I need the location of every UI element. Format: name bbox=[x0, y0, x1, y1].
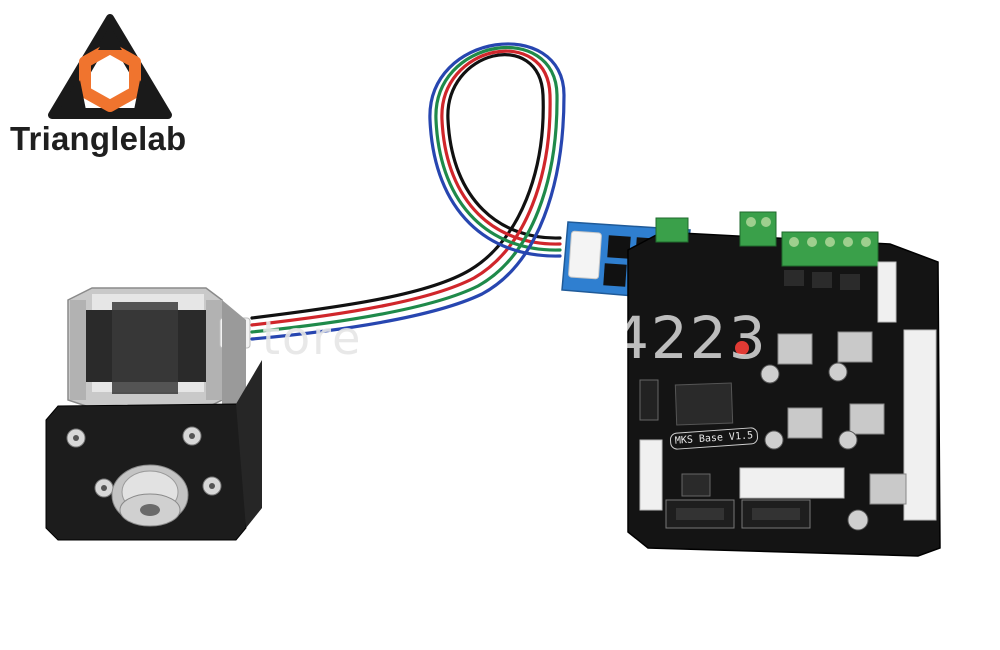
stepper-wire-bundle bbox=[250, 42, 566, 341]
controller-board bbox=[627, 211, 941, 557]
stepper-motor bbox=[45, 287, 262, 541]
brand-logo-icon bbox=[48, 14, 172, 119]
brand-name: Trianglelab bbox=[10, 120, 187, 157]
watermark-text-right: 4223 bbox=[612, 304, 768, 372]
watermark-text-left: tore bbox=[262, 311, 363, 365]
